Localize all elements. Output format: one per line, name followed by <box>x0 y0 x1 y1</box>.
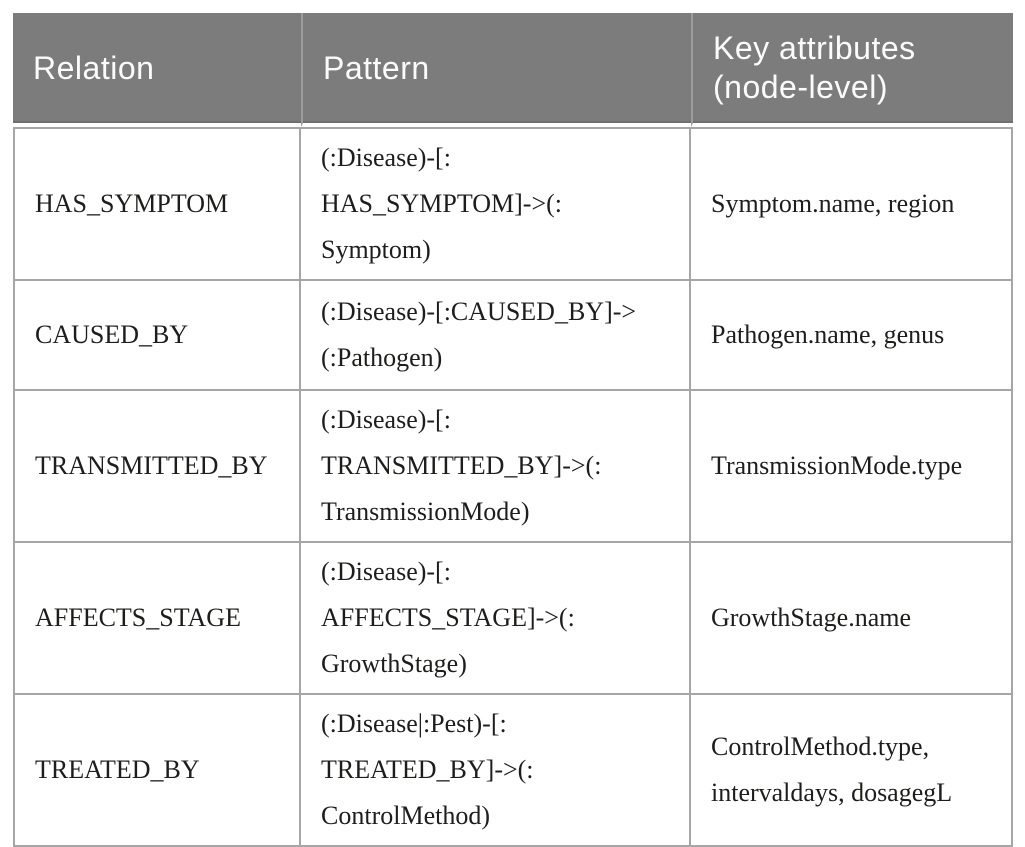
pattern-cell: (:Disease)-[:CAUSED_BY]-> (:Pathogen) <box>301 281 691 391</box>
relations-table: Relation Pattern Key attributes (node-le… <box>13 13 1013 847</box>
pattern-cell: (:Disease)-[: AFFECTS_STAGE]->(: GrowthS… <box>301 543 691 695</box>
relation-cell: TRANSMITTED_BY <box>13 391 301 543</box>
relation-cell: CAUSED_BY <box>13 281 301 391</box>
attributes-cell: TransmissionMode.type <box>691 391 1013 543</box>
relations-table-container: Relation Pattern Key attributes (node-le… <box>13 13 1013 847</box>
table-row: TRANSMITTED_BY (:Disease)-[: TRANSMITTED… <box>13 391 1013 543</box>
table-row: TREATED_BY (:Disease|:Pest)-[: TREATED_B… <box>13 695 1013 847</box>
table-row: CAUSED_BY (:Disease)-[:CAUSED_BY]-> (:Pa… <box>13 281 1013 391</box>
attributes-cell: ControlMethod.type, intervaldays, dosage… <box>691 695 1013 847</box>
attributes-cell: Pathogen.name, genus <box>691 281 1013 391</box>
table-header-row: Relation Pattern Key attributes (node-le… <box>13 13 1013 127</box>
pattern-cell: (:Disease)-[: HAS_SYMPTOM]->(: Symptom) <box>301 127 691 281</box>
column-header-relation: Relation <box>13 13 301 127</box>
column-header-key-attributes: Key attributes (node-level) <box>691 13 1013 127</box>
relation-cell: AFFECTS_STAGE <box>13 543 301 695</box>
pattern-cell: (:Disease|:Pest)-[: TREATED_BY]->(: Cont… <box>301 695 691 847</box>
column-header-pattern: Pattern <box>301 13 691 127</box>
attributes-cell: GrowthStage.name <box>691 543 1013 695</box>
pattern-cell: (:Disease)-[: TRANSMITTED_BY]->(: Transm… <box>301 391 691 543</box>
table-row: AFFECTS_STAGE (:Disease)-[: AFFECTS_STAG… <box>13 543 1013 695</box>
relation-cell: TREATED_BY <box>13 695 301 847</box>
table-row: HAS_SYMPTOM (:Disease)-[: HAS_SYMPTOM]->… <box>13 127 1013 281</box>
relation-cell: HAS_SYMPTOM <box>13 127 301 281</box>
attributes-cell: Symptom.name, region <box>691 127 1013 281</box>
